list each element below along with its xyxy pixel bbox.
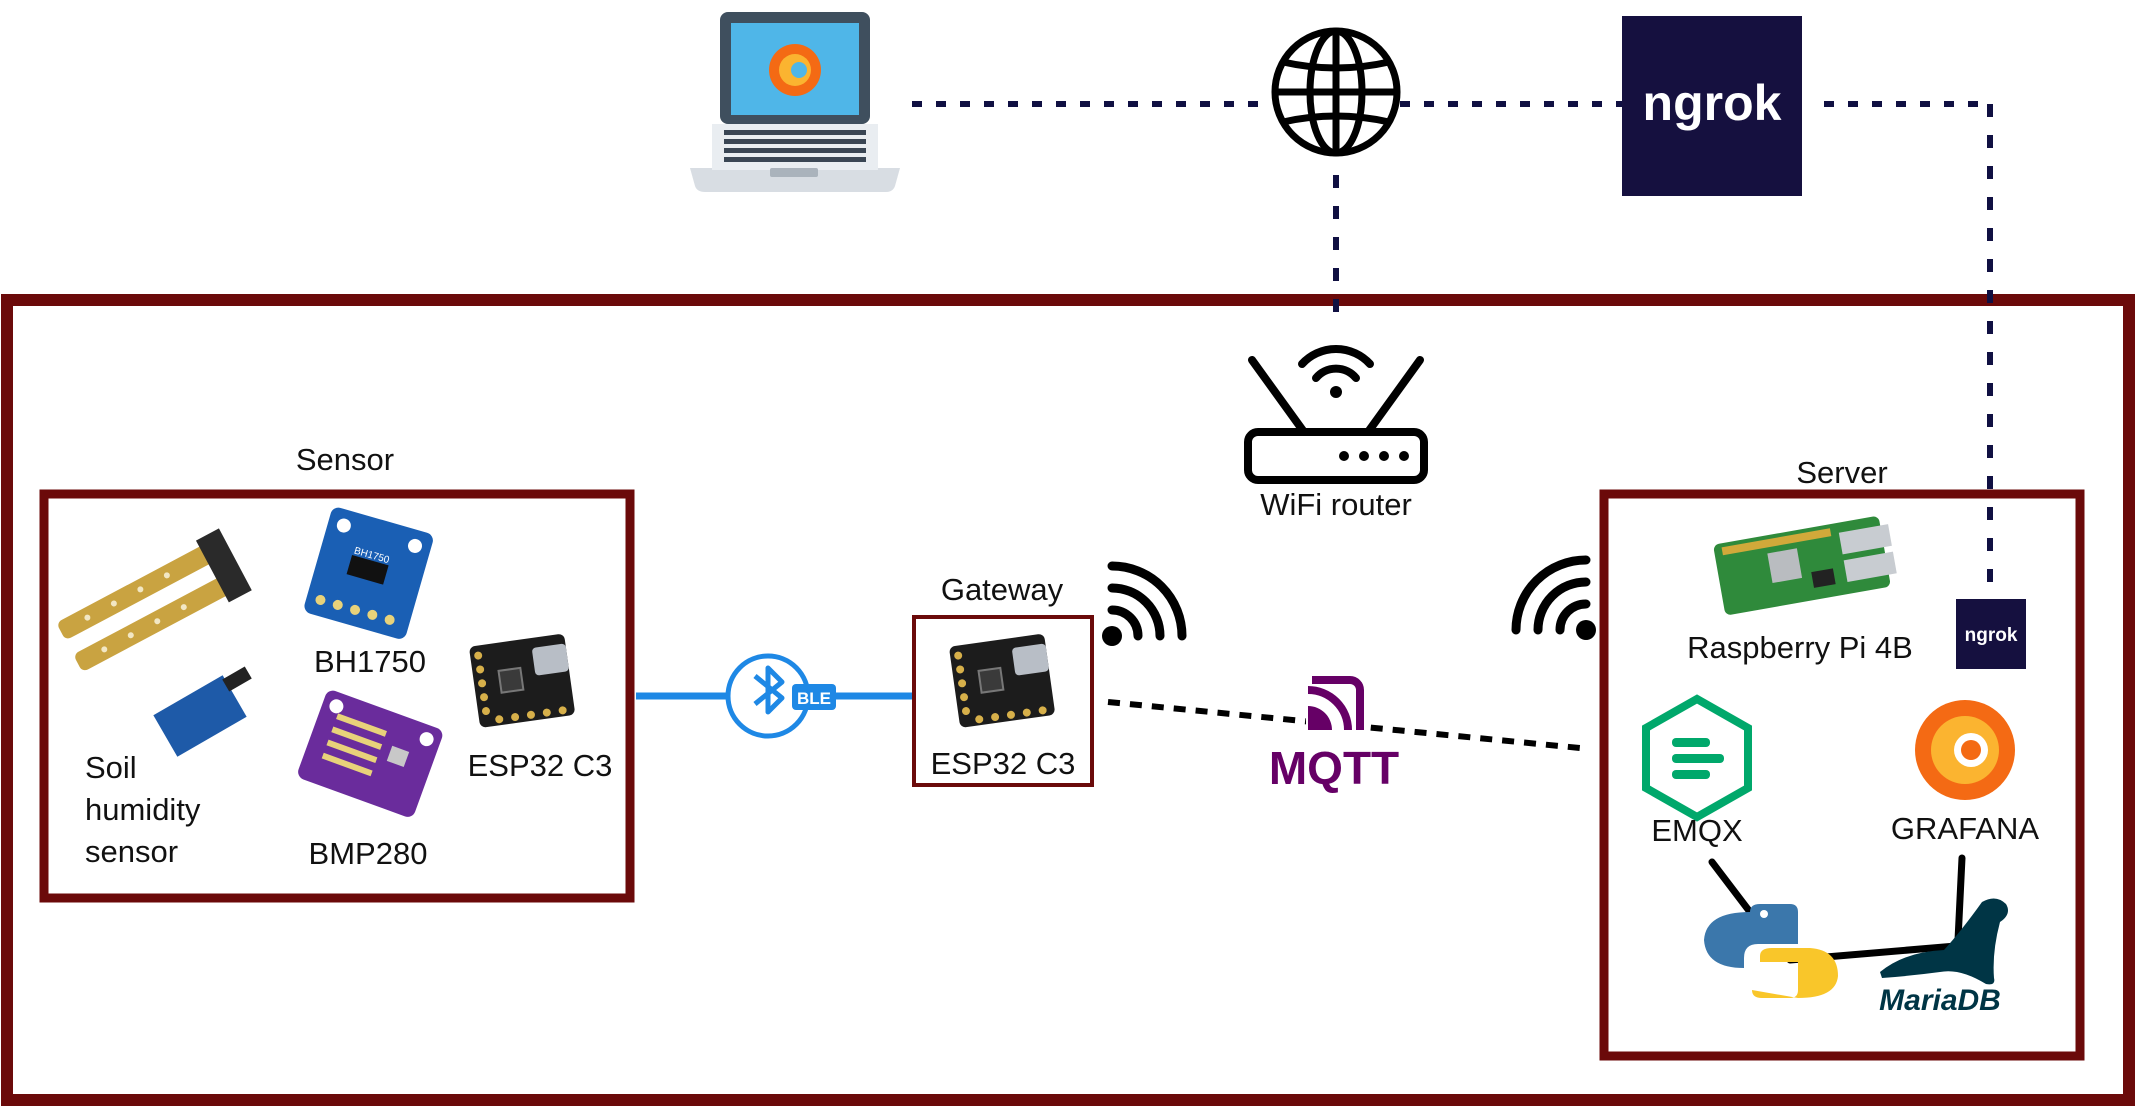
- mariadb-label: MariaDB: [1879, 984, 2001, 1017]
- tunnel-links: [1333, 104, 1993, 598]
- emqx-logo-icon: [1642, 694, 1752, 822]
- bmp280-label: BMP280: [309, 836, 428, 871]
- esp32-board-icon: [469, 634, 575, 728]
- local-network-frame: [1, 294, 2135, 1106]
- soil-label-1: Soil: [85, 750, 137, 785]
- sensor-esp32-label: ESP32 C3: [468, 748, 613, 783]
- grafana-icon: [1915, 700, 2015, 800]
- ble-label: BLE: [797, 689, 831, 708]
- mqtt-label: MQTT: [1269, 742, 1399, 794]
- sensor-group-frame: [39, 489, 635, 903]
- laptop-icon: [690, 12, 900, 192]
- gateway-group-title: Gateway: [941, 572, 1064, 607]
- bh1750-label: BH1750: [314, 644, 426, 679]
- mariadb-seal-icon: [1880, 898, 2008, 985]
- ngrok-large-label: ngrok: [1643, 75, 1782, 131]
- bluetooth-icon: [725, 653, 836, 739]
- soil-label-3: sensor: [85, 834, 178, 869]
- soil-label-2: humidity: [85, 792, 201, 827]
- bh1750-board-icon: BH1750: [304, 507, 433, 639]
- globe-icon: [1271, 27, 1401, 157]
- server-group-title: Server: [1796, 455, 1887, 490]
- ngrok-small-label: ngrok: [1965, 625, 2018, 646]
- wifi-signal-icon: [1102, 561, 1187, 646]
- wifi-signal-icon: [1511, 555, 1596, 640]
- grafana-icon: [769, 44, 821, 96]
- gateway-group-frame: [912, 615, 1094, 787]
- ngrok-logo-large: [1622, 16, 1802, 196]
- soil-probe-icon: [58, 528, 252, 671]
- python-icon: [1704, 904, 1838, 998]
- emqx-label: EMQX: [1651, 813, 1743, 848]
- server-group-frame: [1599, 489, 2085, 1061]
- sensor-group-title: Sensor: [296, 442, 394, 477]
- grafana-label: GRAFANA: [1891, 811, 2039, 846]
- raspberry-pi-icon: [1713, 516, 1897, 615]
- mqtt-logo-icon: [1306, 676, 1364, 734]
- esp32-board-icon: [949, 634, 1055, 728]
- raspberry-pi-label: Raspberry Pi 4B: [1687, 630, 1913, 665]
- wifi-router-icon: [1244, 344, 1428, 484]
- ngrok-logo-small: [1956, 599, 2026, 669]
- gateway-esp32-label: ESP32 C3: [931, 746, 1076, 781]
- soil-sensor-board-icon: [153, 666, 252, 757]
- bmp280-board-icon: [298, 690, 443, 817]
- wifi-router-label: WiFi router: [1260, 487, 1412, 522]
